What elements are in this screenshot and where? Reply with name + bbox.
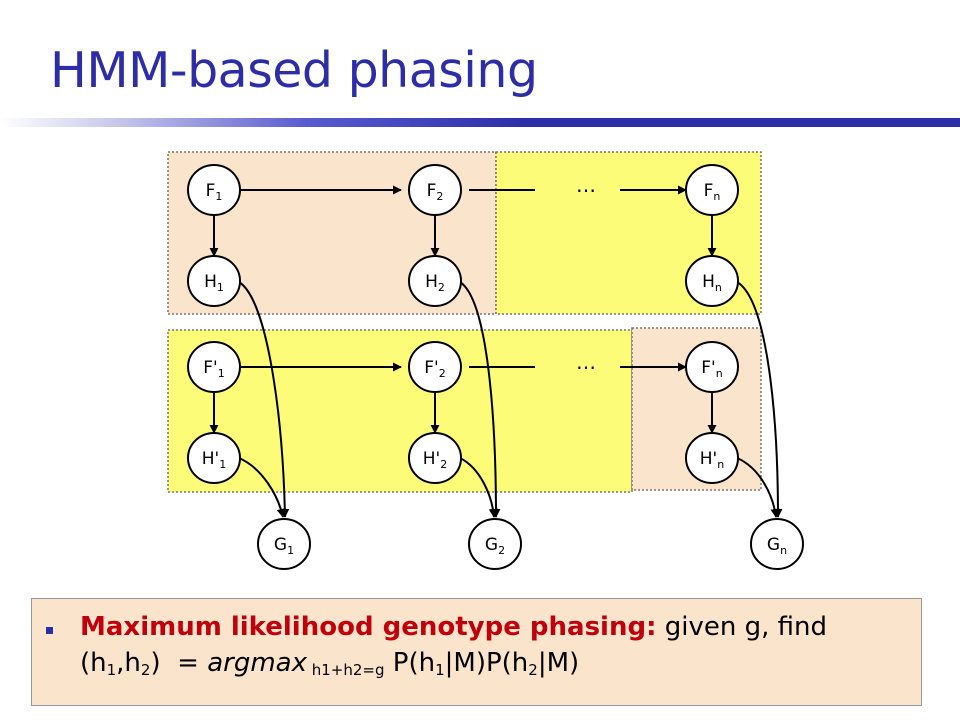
node-f2-sub: 2 [436, 190, 443, 203]
bullet-p2-close: |M) [537, 648, 580, 678]
bullet-lead: Maximum likelihood genotype phasing: [80, 612, 657, 642]
node-hpn: H'n [685, 432, 739, 484]
node-h1: H1 [187, 255, 241, 307]
node-hpn-main: H' [700, 449, 717, 469]
node-g2-main: G [485, 535, 498, 555]
ellipsis-bottom: … [576, 350, 596, 374]
node-f1-sub: 1 [215, 190, 222, 203]
bullet-p2-sub: 2 [528, 661, 538, 679]
node-hn: Hn [685, 255, 739, 307]
svg-text:F1: F1 [206, 181, 223, 203]
svg-text:F2: F2 [427, 181, 444, 203]
node-h2-main: H [425, 272, 438, 292]
bullet-h-sub2: 2 [140, 661, 151, 679]
svg-text:G1: G1 [274, 535, 294, 557]
region-bottom-left [167, 329, 633, 493]
bullet-h-comma: ,h [116, 648, 141, 678]
node-f1-main: F [206, 181, 216, 201]
node-h2-sub: 2 [438, 281, 445, 294]
svg-text:F'2: F'2 [424, 358, 445, 380]
node-hn-sub: n [715, 281, 722, 294]
node-fn-main: F [704, 181, 714, 201]
node-h1-main: H [204, 272, 217, 292]
bullet-h-sub1: 1 [106, 661, 117, 679]
bullet-square-icon [46, 627, 53, 634]
node-fn: Fn [685, 164, 739, 216]
ellipsis-top: … [576, 173, 596, 197]
bullet-h-close: ) = [150, 648, 208, 678]
slide-title: HMM-based phasing [50, 42, 538, 99]
node-fp1-sub: 1 [218, 367, 225, 380]
node-h1-sub: 1 [217, 281, 224, 294]
node-hp2-main: H' [423, 449, 440, 469]
node-gn-sub: n [780, 544, 787, 557]
svg-text:Hn: Hn [702, 272, 722, 294]
bullet-h-open: (h [80, 648, 107, 678]
bullet-text: Maximum likelihood genotype phasing: giv… [80, 609, 910, 688]
node-fpn-main: F' [701, 358, 715, 378]
node-f2: F2 [408, 164, 462, 216]
node-gn: Gn [750, 518, 804, 570]
bullet-p1-close: |M)P(h [444, 648, 529, 678]
svg-text:H2: H2 [425, 272, 445, 294]
edge-hpn-gn [736, 457, 780, 518]
edge-h2-g2 [459, 281, 501, 518]
node-f2-main: F [427, 181, 437, 201]
node-g2-sub: 2 [498, 544, 505, 557]
node-hn-main: H [702, 272, 715, 292]
edge-hn-gn [736, 281, 783, 518]
node-hpn-sub: n [717, 458, 724, 471]
node-fp1-main: F' [203, 358, 217, 378]
node-hp1-main: H' [202, 449, 219, 469]
bullet-p1: P(h [384, 648, 436, 678]
bullet-text1: given g, find [656, 612, 827, 642]
bullet-argmax: argmax [207, 648, 307, 678]
node-hp1: H'1 [187, 432, 241, 484]
svg-text:Fn: Fn [704, 181, 721, 203]
node-hp2: H'2 [408, 432, 462, 484]
node-hp2-sub: 2 [440, 458, 447, 471]
node-fp1: F'1 [187, 341, 241, 393]
svg-text:H'n: H'n [700, 449, 724, 471]
node-fn-sub: n [713, 190, 720, 203]
node-g1-main: G [274, 535, 287, 555]
node-gn-main: G [767, 535, 780, 555]
svg-text:F'n: F'n [701, 358, 722, 380]
hmm-diagram: … … F1 F2 Fn H1 H2 Hn F'1 F'2 F'n H'1 [167, 151, 804, 570]
svg-text:H'2: H'2 [423, 449, 447, 471]
edge-h1-g1 [238, 281, 290, 518]
node-fpn-sub: n [716, 367, 723, 380]
title-underline-bar [0, 118, 960, 127]
node-fpn: F'n [685, 341, 739, 393]
svg-text:Gn: Gn [767, 535, 787, 557]
node-hp1-sub: 1 [219, 458, 226, 471]
node-g1: G1 [257, 518, 311, 570]
node-h2: H2 [408, 255, 462, 307]
node-f1: F1 [187, 164, 241, 216]
edge-hp2-g2 [459, 457, 498, 518]
node-fp2-sub: 2 [439, 367, 446, 380]
node-fp2: F'2 [408, 341, 462, 393]
svg-text:H'1: H'1 [202, 449, 226, 471]
bullet-box: Maximum likelihood genotype phasing: giv… [31, 598, 922, 706]
svg-text:F'1: F'1 [203, 358, 224, 380]
node-g2: G2 [468, 518, 522, 570]
edge-hp1-g1 [238, 457, 286, 518]
node-fp2-main: F' [424, 358, 438, 378]
bullet-argmax-sub: h1+h2=g [306, 661, 385, 679]
svg-text:H1: H1 [204, 272, 224, 294]
bullet-p1-sub: 1 [435, 661, 445, 679]
svg-text:G2: G2 [485, 535, 505, 557]
node-g1-sub: 1 [287, 544, 294, 557]
